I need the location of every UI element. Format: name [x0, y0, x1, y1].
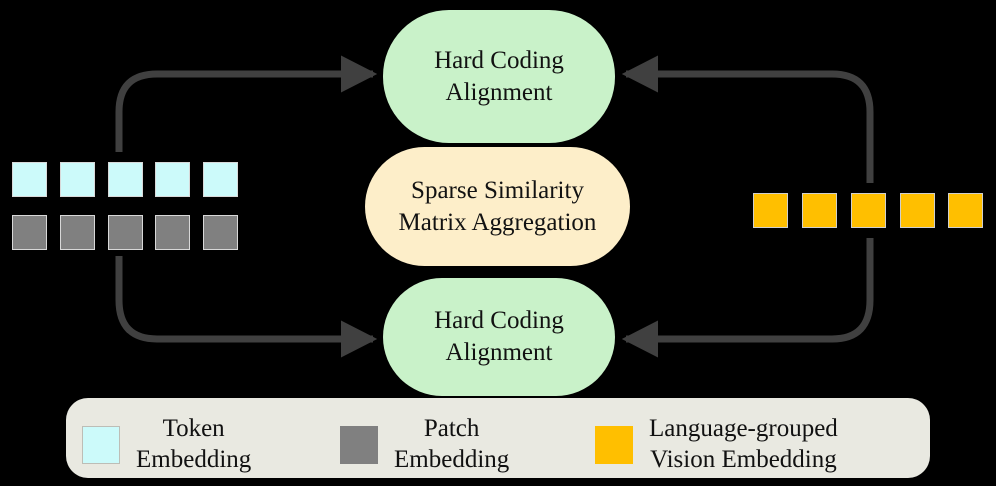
- legend-token-line1: Token: [162, 415, 225, 442]
- arrow-left-to-bottom-box: [115, 256, 378, 358]
- patch-embedding-square: [108, 215, 143, 250]
- vision-embedding-square: [753, 193, 788, 228]
- legend-swatch-vision-icon: [595, 425, 633, 464]
- box-bottom-line1: Hard Coding: [434, 307, 564, 334]
- hard-coding-alignment-top-box: Hard Coding Alignment: [383, 10, 615, 143]
- legend-label-patch: Patch Embedding: [394, 414, 509, 475]
- legend-label-token: Token Embedding: [136, 414, 251, 475]
- legend-swatch-token-icon: [82, 425, 120, 464]
- box-middle-line2: Matrix Aggregation: [398, 208, 597, 236]
- legend-label-vision: Language-grouped Vision Embedding: [649, 414, 838, 475]
- legend-item-token: Token Embedding: [82, 414, 251, 475]
- arrow-right-to-bottom-box: [621, 238, 874, 358]
- box-middle-line1: Sparse Similarity: [411, 176, 584, 204]
- patch-embedding-square: [60, 215, 95, 250]
- legend-item-patch: Patch Embedding: [340, 414, 509, 475]
- legend-patch-line1: Patch: [423, 415, 480, 442]
- legend-vision-line2: Vision Embedding: [650, 445, 837, 473]
- hard-coding-alignment-bottom-box: Hard Coding Alignment: [383, 278, 615, 396]
- vision-embedding-square: [900, 193, 935, 228]
- vision-embedding-square: [851, 193, 886, 228]
- legend-vision-line1: Language-grouped: [649, 415, 838, 442]
- legend-patch-line2: Embedding: [394, 445, 510, 473]
- legend-swatch-patch-icon: [340, 425, 378, 464]
- arrow-left-to-top-box: [115, 55, 378, 152]
- arrow-right-to-top-box: [621, 55, 874, 183]
- patch-embedding-square: [12, 215, 47, 250]
- legend-panel: Token Embedding Patch Embedding Language…: [66, 398, 930, 478]
- token-embedding-square: [12, 162, 47, 197]
- token-embedding-square: [155, 162, 190, 197]
- box-top-line2: Alignment: [445, 78, 553, 106]
- patch-embedding-square: [203, 215, 238, 250]
- sparse-similarity-matrix-aggregation-box: Sparse Similarity Matrix Aggregation: [365, 147, 630, 266]
- legend-item-vision: Language-grouped Vision Embedding: [595, 414, 838, 475]
- vision-embedding-square: [948, 193, 983, 228]
- box-top-line1: Hard Coding: [434, 46, 564, 74]
- box-bottom-line2: Alignment: [445, 339, 553, 366]
- token-embedding-square: [108, 162, 143, 197]
- token-embedding-square: [203, 162, 238, 197]
- legend-token-line2: Embedding: [136, 445, 252, 473]
- patch-embedding-square: [155, 215, 190, 250]
- token-embedding-square: [60, 162, 95, 197]
- vision-embedding-square: [802, 193, 837, 228]
